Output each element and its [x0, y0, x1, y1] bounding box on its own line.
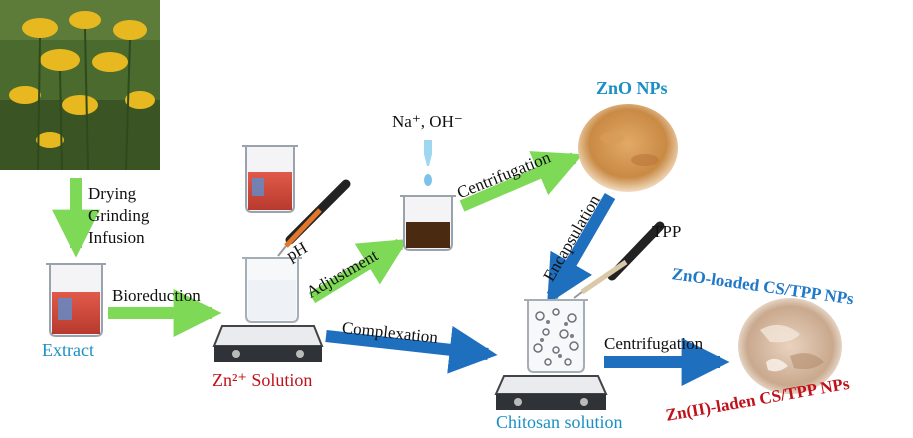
label-tpp: TPP [652, 222, 682, 241]
dropper-ph [277, 179, 351, 257]
label-centrifugation-bottom: Centrifugation [604, 334, 704, 353]
reagent-dropper [424, 140, 432, 186]
label-bioreduction: Bioreduction [112, 286, 201, 305]
label-extract: Extract [42, 340, 94, 360]
beaker-red-small [242, 145, 298, 213]
arrow-encapsulation [546, 192, 616, 305]
tpp-dropper [573, 221, 665, 299]
arrow-complexation [325, 325, 498, 374]
arrow-centrifugation-top [459, 151, 583, 212]
arrow-ph-adjustment [308, 238, 409, 304]
beaker-brown [400, 195, 456, 251]
label-zno-nps: ZnO NPs [596, 78, 668, 98]
label-grinding: Grinding [88, 206, 150, 225]
beaker-red-extract [46, 263, 106, 337]
label-chitosan-solution: Chitosan solution [496, 412, 623, 432]
label-reagents: Na⁺, OH⁻ [392, 112, 463, 131]
chitosan-beaker-stirrer [494, 299, 608, 410]
nanoparticle-flakes [738, 298, 842, 394]
plant-photo [0, 0, 160, 171]
zno-powder [578, 104, 678, 192]
label-infusion: Infusion [88, 228, 145, 247]
label-zn-solution: Zn²⁺ Solution [212, 370, 313, 390]
beaker-on-stirrer [212, 257, 324, 362]
label-drying: Drying [88, 184, 137, 203]
